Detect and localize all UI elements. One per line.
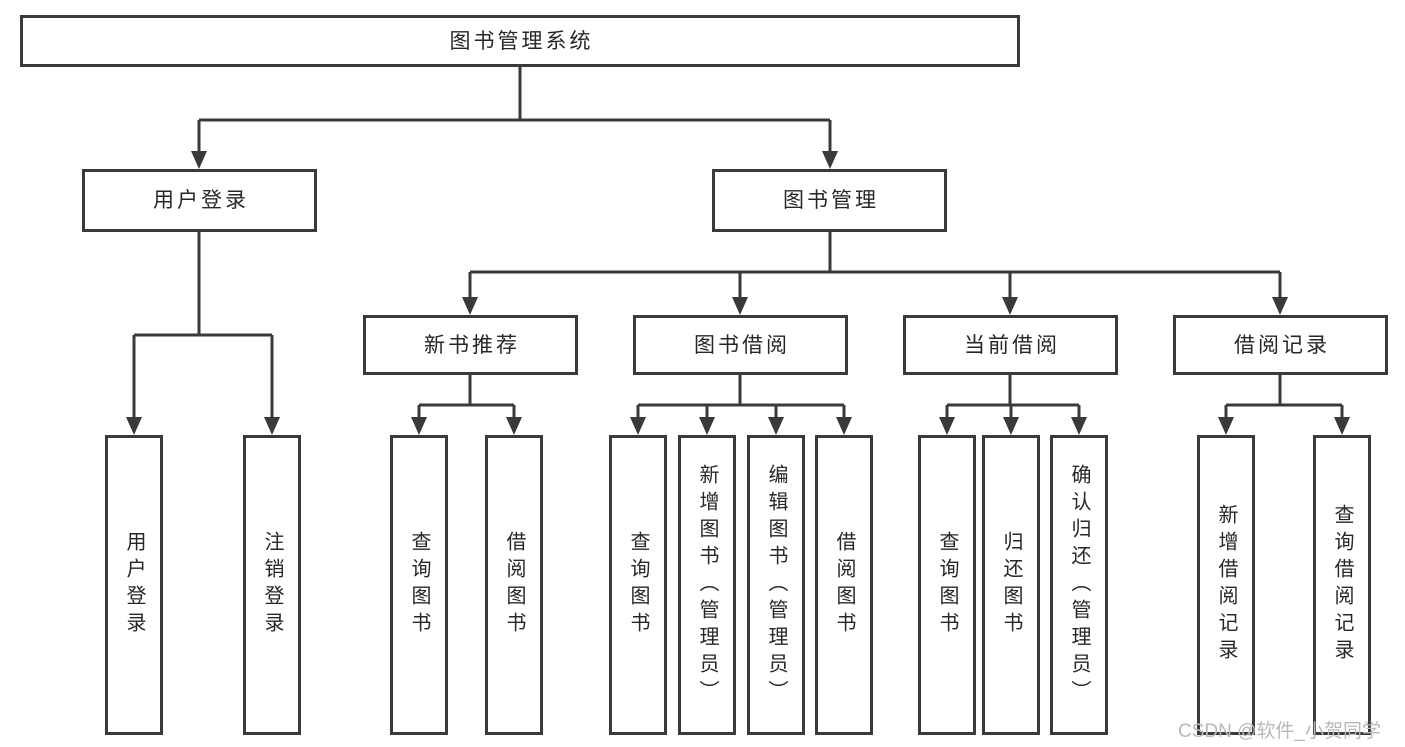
leaf-query-books: 查询图书 [390, 435, 448, 735]
leaf-add-borrow-record: 新增借阅记录 [1197, 435, 1255, 735]
node-library-management-system: 图书管理系统 [20, 15, 1020, 67]
leaf-logout: 注销登录 [243, 435, 301, 735]
node-book-borrow: 图书借阅 [633, 315, 848, 375]
csdn-watermark: CSDN @软件_小贺同学 [1178, 721, 1381, 742]
leaf-user-login: 用户登录 [105, 435, 163, 735]
node-user-login: 用户登录 [82, 169, 317, 232]
node-current-borrow: 当前借阅 [903, 315, 1118, 375]
leaf-borrow-books: 借阅图书 [815, 435, 873, 735]
leaf-return-books: 归还图书 [982, 435, 1040, 735]
leaf-query-books: 查询图书 [918, 435, 976, 735]
node-new-book-recommend: 新书推荐 [363, 315, 578, 375]
leaf-borrow-books: 借阅图书 [485, 435, 543, 735]
leaf-add-books-admin: 新增图书（管理员） [678, 435, 736, 735]
node-book-management: 图书管理 [712, 169, 947, 232]
leaf-query-borrow-record: 查询借阅记录 [1313, 435, 1371, 735]
node-borrow-records: 借阅记录 [1173, 315, 1388, 375]
leaf-query-books: 查询图书 [609, 435, 667, 735]
leaf-edit-books-admin: 编辑图书（管理员） [747, 435, 805, 735]
leaf-confirm-return-admin: 确认归还（管理员） [1050, 435, 1108, 735]
